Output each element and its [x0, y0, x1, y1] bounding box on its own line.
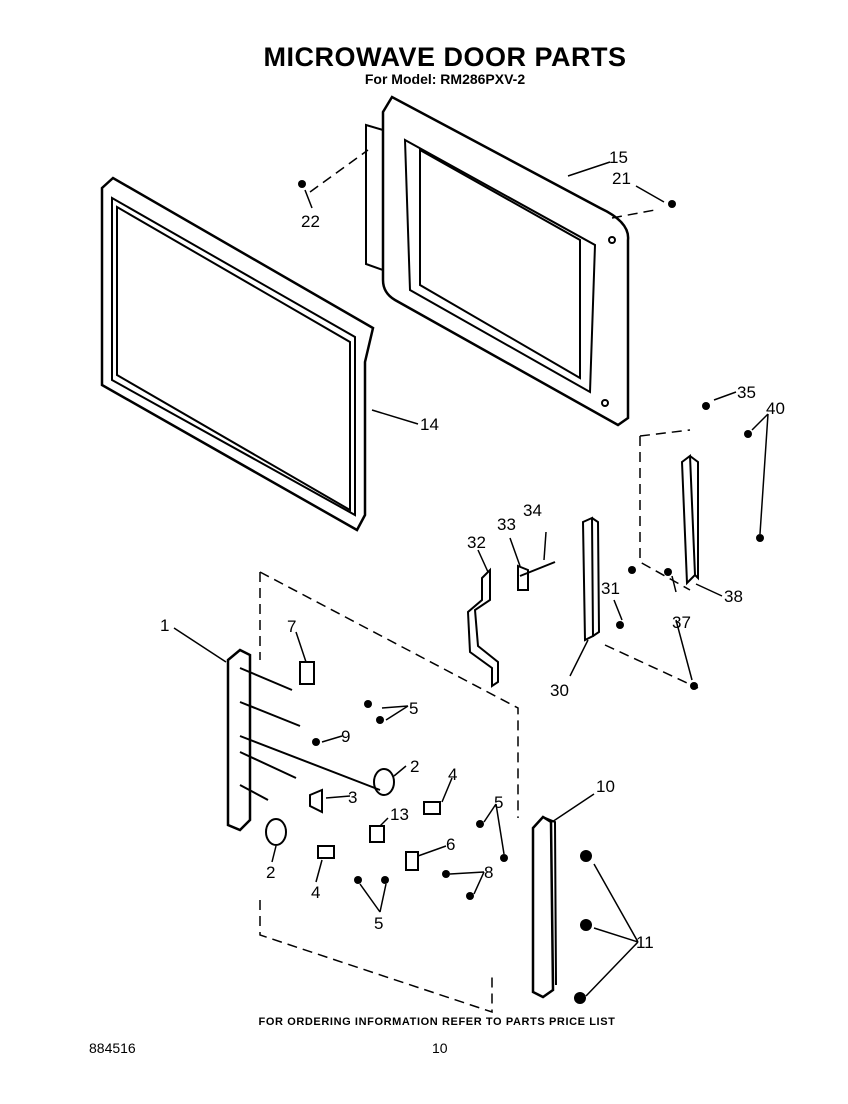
clip-11b	[580, 919, 592, 931]
callout-22: 22	[301, 212, 320, 231]
latch-bracket-part	[531, 815, 557, 999]
model-subtitle: For Model: RM286PXV-2	[364, 71, 526, 87]
door-outer-frame-part	[100, 176, 375, 532]
document-number: 884516	[89, 1040, 136, 1056]
fasteners	[298, 180, 764, 1004]
hinge-plate-38	[680, 454, 699, 586]
screw-5d	[500, 854, 508, 862]
callout-4-upper: 4	[448, 765, 457, 784]
part-3	[309, 788, 323, 814]
screw-5f	[381, 876, 389, 884]
washer-31a	[628, 566, 636, 574]
callout-5-upper: 5	[409, 699, 418, 718]
callout-33: 33	[497, 515, 516, 534]
screw-5a	[364, 700, 372, 708]
screw-35	[702, 402, 710, 410]
callout-4-lower: 4	[311, 883, 320, 902]
screw-22	[298, 180, 306, 188]
callout-37: 37	[672, 613, 691, 632]
screw-5e	[354, 876, 362, 884]
callout-5-right: 5	[494, 793, 503, 812]
screw-5b	[376, 716, 384, 724]
leader-lines	[173, 161, 769, 997]
clip-11c	[574, 992, 586, 1004]
callout-8: 8	[484, 863, 493, 882]
hinge-lever-32	[466, 567, 499, 688]
part-2-upper	[373, 768, 395, 796]
latch-parts	[265, 561, 556, 871]
screw-5c	[476, 820, 484, 828]
callout-10: 10	[596, 777, 615, 796]
callout-11: 11	[636, 933, 654, 952]
callout-21: 21	[612, 169, 631, 188]
callout-34: 34	[523, 501, 542, 520]
callout-13: 13	[390, 805, 409, 824]
page-title: MICROWAVE DOOR PARTS	[263, 42, 627, 72]
screw-37a	[664, 568, 672, 576]
screw-40b	[756, 534, 764, 542]
part-4-lower	[317, 845, 335, 859]
callout-2-upper: 2	[410, 757, 419, 776]
clip-11a	[580, 850, 592, 862]
callout-2-lower: 2	[266, 863, 275, 882]
hinge-30	[581, 516, 601, 642]
callout-6: 6	[446, 835, 455, 854]
part-4-upper	[423, 801, 441, 815]
page-number: 10	[432, 1040, 448, 1056]
screw-21	[668, 200, 676, 208]
latch-plate-part	[226, 648, 381, 832]
ordering-info-note: FOR ORDERING INFORMATION REFER TO PARTS …	[258, 1016, 616, 1028]
screw-8b	[466, 892, 474, 900]
callout-30: 30	[550, 681, 569, 700]
washer-31b	[616, 621, 624, 629]
screw-40a	[744, 430, 752, 438]
door-inner-panel-part	[365, 95, 630, 427]
screw-37b	[690, 682, 698, 690]
part-13	[369, 825, 385, 843]
spring-34	[519, 561, 556, 577]
callout-1: 1	[160, 616, 169, 635]
callout-9: 9	[341, 727, 350, 746]
screw-8a	[442, 870, 450, 878]
part-2-lower	[265, 818, 287, 846]
callout-7: 7	[287, 617, 296, 636]
callout-40: 40	[766, 399, 785, 418]
callout-15: 15	[609, 148, 628, 167]
part-7	[299, 661, 315, 685]
screw-9	[312, 738, 320, 746]
callout-31: 31	[601, 579, 620, 598]
callout-32: 32	[467, 533, 486, 552]
callout-3: 3	[348, 788, 357, 807]
callout-5-lower: 5	[374, 914, 383, 933]
callout-35: 35	[737, 383, 756, 402]
callout-38: 38	[724, 587, 743, 606]
part-6	[405, 851, 419, 871]
callout-14: 14	[420, 415, 439, 434]
bracket-33	[517, 564, 529, 591]
